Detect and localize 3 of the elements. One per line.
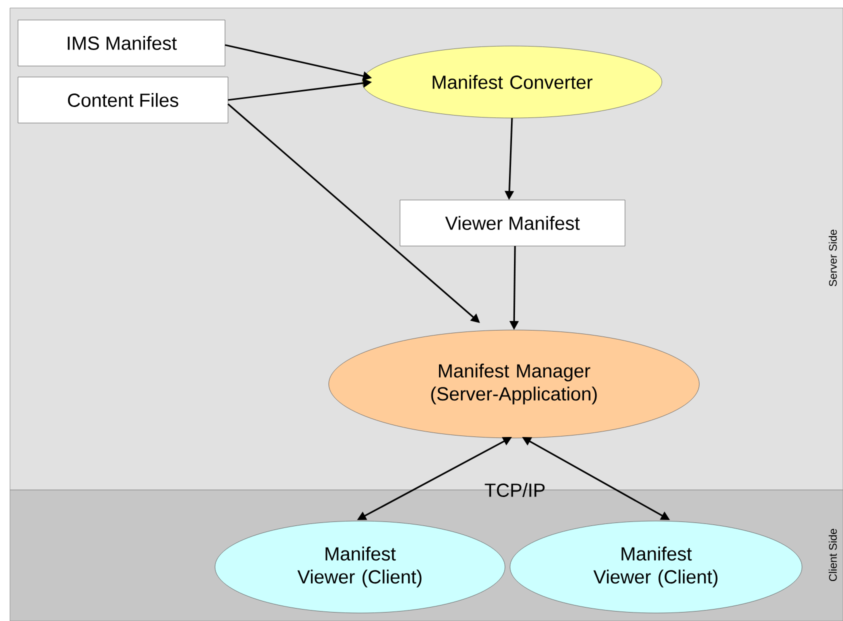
process-box: IMS Manifest — [18, 20, 226, 66]
process-box: Viewer Manifest — [400, 200, 626, 246]
process-box: Content Files — [18, 76, 228, 124]
